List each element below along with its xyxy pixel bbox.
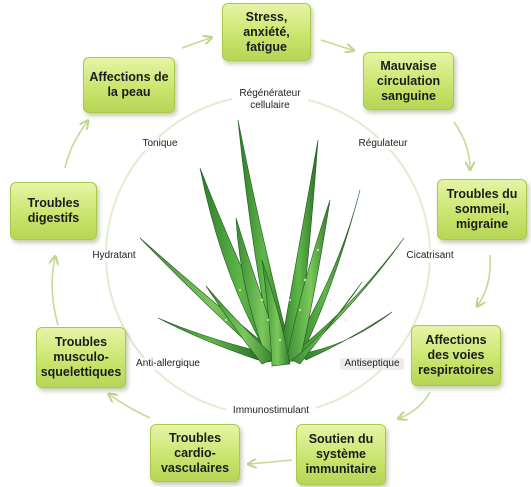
property-regenerateur: Régénérateur cellulaire	[232, 88, 308, 112]
arrow-musculo-to-digestifs	[52, 258, 58, 326]
property-antiseptique: Antiseptique	[340, 358, 404, 370]
box-respiratoires: Affections des voies respiratoires	[411, 325, 501, 386]
box-peau: Affections de la peau	[83, 57, 175, 113]
box-immunitaire: Soutien du système immunitaire	[296, 424, 386, 485]
property-hydratant: Hydratant	[88, 250, 140, 262]
arrow-cardio-to-musculo	[110, 395, 151, 419]
property-tonique: Tonique	[137, 138, 183, 150]
arrow-respiratoires-to-immunitaire	[400, 391, 431, 418]
property-antiallergique: Anti-allergique	[132, 358, 204, 370]
box-circulation: Mauvaise circulation sanguine	[363, 52, 454, 110]
property-regulateur: Régulateur	[354, 138, 412, 150]
box-cardio: Troubles cardio- vasculaires	[150, 424, 240, 482]
property-cicatrisant: Cicatrisant	[402, 250, 458, 262]
arrow-peau-to-stress	[181, 38, 210, 49]
box-digestifs: Troubles digestifs	[10, 182, 97, 240]
property-immunostimulant: Immunostimulant	[226, 405, 316, 417]
box-musculo: Troubles musculo- squelettiques	[36, 327, 126, 388]
box-sommeil: Troubles du sommeil, migraine	[437, 179, 527, 240]
arrow-stress-to-circulation	[320, 39, 352, 50]
arrow-sommeil-to-respiratoires	[478, 254, 492, 305]
arrow-circulation-to-sommeil	[453, 121, 470, 168]
box-stress: Stress, anxiété, fatigue	[222, 3, 311, 61]
arrow-digestifs-to-peau	[64, 122, 87, 169]
arrow-immunitaire-to-cardio	[250, 460, 293, 464]
